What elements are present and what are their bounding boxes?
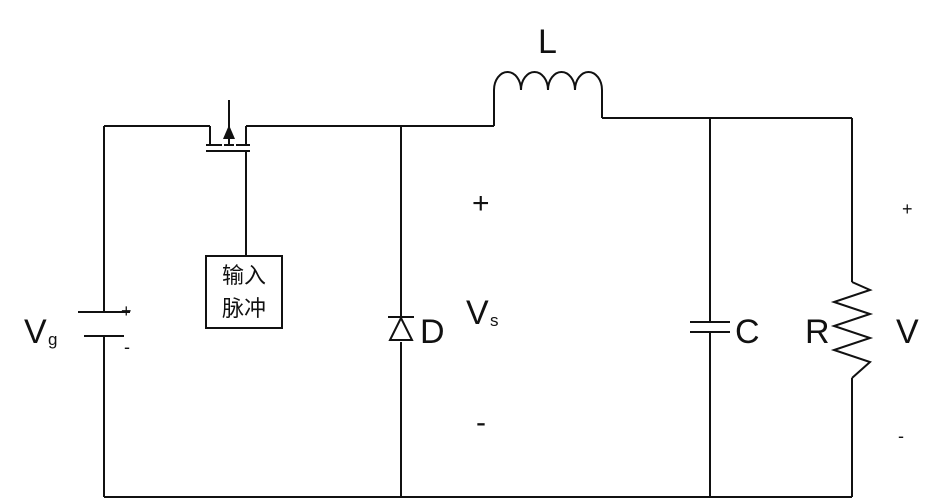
resistor-zigzag <box>830 281 874 379</box>
resistor-label: R <box>805 313 830 351</box>
diode-label: D <box>420 313 445 351</box>
battery-symbol <box>78 311 130 337</box>
diode-triangle <box>388 315 414 341</box>
output-plus: + <box>902 199 913 219</box>
vs-label: V <box>466 294 489 332</box>
inductor-symbol <box>493 71 603 126</box>
vs-minus: - <box>476 406 486 439</box>
vs-plus: + <box>472 187 490 220</box>
mosfet-arrow-icon <box>223 125 235 139</box>
source-label: V <box>24 313 47 351</box>
capacitor-label: C <box>735 313 760 351</box>
source-minus: - <box>124 337 130 357</box>
diode-symbol <box>388 315 414 341</box>
pulse-input-box: 输入 脉冲 <box>205 255 283 329</box>
source-plus: + <box>121 301 132 321</box>
pulse-box-line2: 脉冲 <box>222 297 266 322</box>
inductor-coil <box>493 71 603 126</box>
source-subscript: g <box>48 330 57 349</box>
resistor-symbol <box>830 281 874 379</box>
wires <box>103 117 853 498</box>
output-label: V <box>896 313 919 351</box>
pulse-box-line1: 输入 <box>222 264 266 289</box>
mosfet-switch <box>206 100 250 152</box>
pulse-box-frame <box>205 255 283 329</box>
vs-subscript: s <box>490 311 499 330</box>
capacitor-symbol <box>690 321 730 333</box>
inductor-label: L <box>538 23 557 61</box>
output-minus: - <box>898 426 904 446</box>
